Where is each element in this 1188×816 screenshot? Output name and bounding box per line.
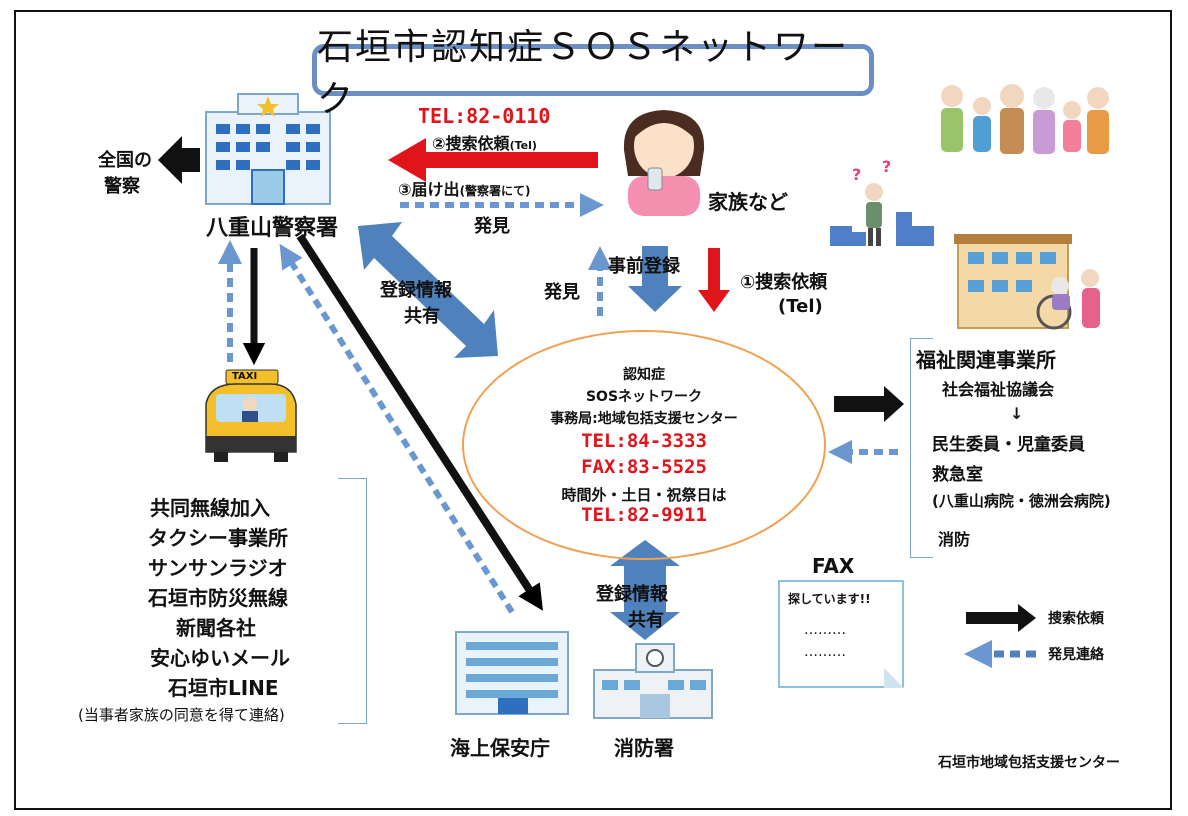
welfare-item-3: 救急室 (932, 465, 983, 485)
media-item-5: 新聞各社 (176, 616, 256, 640)
share-info-left-line2: 共有 (404, 306, 440, 327)
welfare-item-5: 消防 (938, 530, 971, 549)
report-3-text: ③届け出 (398, 180, 460, 199)
welfare-bracket (910, 338, 933, 558)
diagram-title: 石垣市認知症ＳＯＳネットワーク (312, 27, 874, 120)
media-item-4: 石垣市防災無線 (148, 586, 288, 610)
welfare-title: 福祉関連事業所 (916, 348, 1056, 372)
welfare-item-arrow: ↓ (1010, 404, 1024, 423)
search-request-2-sub: (Tel) (509, 139, 537, 152)
media-note: (当事者家族の同意を得て連絡) (78, 706, 285, 724)
dotted-arrow-coastguard-to-police (279, 243, 515, 614)
media-item-2: タクシー事業所 (148, 526, 288, 550)
search-request-2-label: ②捜索依頼(Tel) (432, 130, 537, 154)
welfare-item-2: 民生委員・児童委員 (932, 435, 1085, 455)
center-line2: SOSネットワーク (585, 389, 703, 405)
found-mid-label: 発見 (544, 282, 580, 303)
fax-note-card: 探しています!! ……… ……… (778, 580, 904, 688)
center-tel: TEL:84-3333 (581, 430, 707, 452)
fax-note-text: 探しています!! (788, 592, 871, 606)
svg-text:?: ? (852, 165, 861, 184)
red-arrow-search-request-1 (698, 248, 730, 312)
share-info-bottom-line2: 共有 (628, 610, 664, 631)
search-request-2-text: ②捜索依頼 (432, 134, 510, 153)
police-label: 八重山警察署 (206, 216, 339, 241)
fax-heading: FAX (812, 554, 855, 578)
arrow-to-national-police (158, 136, 200, 184)
welfare-facility-icon (954, 234, 1100, 330)
taxi-icon (205, 369, 297, 462)
blue-arrow-pre-register (628, 246, 682, 312)
legend-search-label: 捜索依頼 (1048, 611, 1104, 627)
media-item-1: 共同無線加入 (150, 496, 270, 520)
svg-text:?: ? (882, 157, 891, 176)
fax-note-dots-2: ……… (804, 644, 846, 660)
share-info-left-line1: 登録情報 (380, 280, 452, 301)
welfare-item-1: 社会福祉協議会 (942, 380, 1055, 399)
found-top-label: 発見 (474, 216, 510, 237)
fax-note-dots-1: ……… (804, 622, 846, 638)
fire-station-label: 消防署 (614, 736, 674, 760)
national-police-line1: 全国の (98, 150, 152, 171)
national-police-line2: 警察 (104, 176, 140, 197)
pre-register-label: 事前登録 (608, 256, 680, 277)
fax-note-fold (884, 668, 904, 688)
fire-station-building-icon (593, 643, 713, 719)
center-line1: 認知症 (623, 367, 665, 383)
blue-double-arrow-share-left (358, 222, 498, 358)
taxi-sign: TAXI (232, 371, 258, 382)
coast-guard-label: 海上保安庁 (450, 736, 550, 760)
page-frame (14, 10, 1172, 810)
family-group-icon (941, 84, 1109, 154)
black-arrow-police-to-coastguard (296, 233, 543, 611)
sos-network-ellipse (462, 330, 826, 560)
legend-found-label: 発見連絡 (1048, 647, 1104, 663)
center-fax: FAX:83-5525 (581, 456, 707, 478)
police-building-icon (205, 93, 331, 205)
family-label: 家族など (708, 190, 788, 214)
center-after-hours: 時間外・土日・祝祭日は (561, 486, 727, 504)
red-arrow-search-request-2 (388, 138, 598, 182)
wandering-elderly-icon: ? ? (830, 157, 934, 246)
media-item-7: 石垣市LINE (168, 676, 279, 700)
center-line3: 事務局:地域包括支援センター (550, 411, 738, 427)
share-info-bottom-line1: 登録情報 (596, 584, 668, 605)
diagram-title-text: 石垣市認知症ＳＯＳネットワーク (317, 27, 850, 120)
welfare-item-4: (八重山病院・徳洲会病院) (932, 492, 1111, 510)
search-request-1-label: ①捜索依頼 (740, 272, 828, 293)
search-request-1-sub: (Tel) (778, 296, 823, 317)
woman-with-phone-icon (623, 110, 705, 216)
media-item-6: 安心ゆいメール (150, 646, 290, 670)
legend-search-arrow (966, 604, 1036, 632)
police-tel: TEL:82-0110 (418, 104, 551, 128)
coast-guard-building-icon (455, 631, 569, 715)
blue-double-arrow-share-bottom (610, 540, 680, 640)
black-arrow-to-welfare (834, 386, 904, 422)
report-3-sub: (警察署にて) (459, 184, 531, 198)
footer-org: 石垣市地域包括支援センター (938, 755, 1120, 771)
media-item-3: サンサンラジオ (148, 556, 288, 580)
media-bracket (338, 478, 367, 724)
report-3-label: ③届け出(警察署にて) (398, 176, 531, 200)
center-tel-after: TEL:82-9911 (581, 504, 707, 526)
